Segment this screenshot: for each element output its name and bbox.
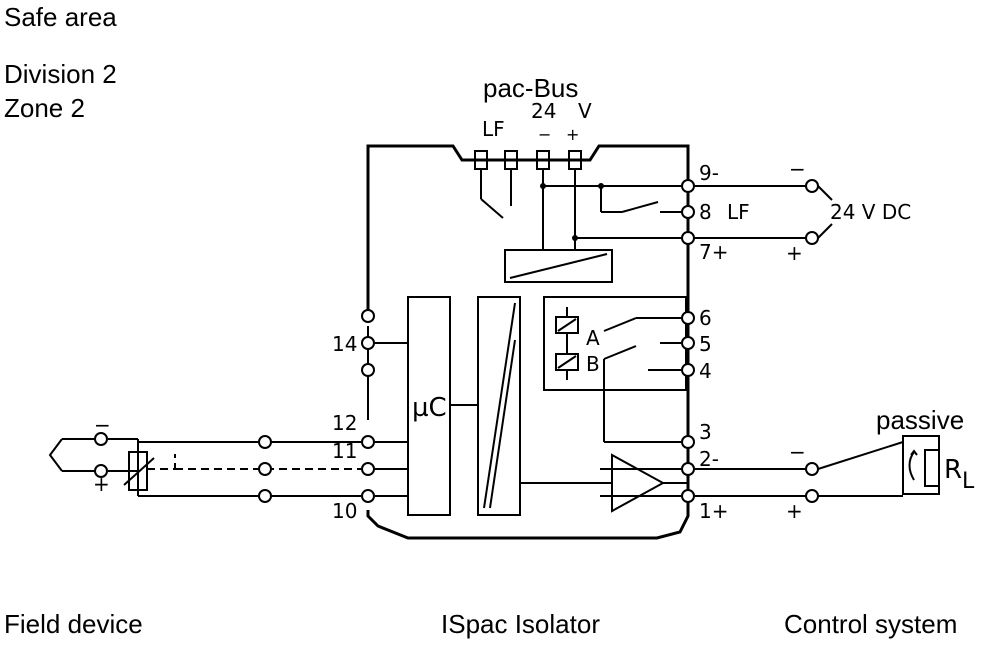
load-resistor bbox=[924, 449, 940, 487]
terminal-4 bbox=[681, 363, 695, 377]
isolator-housing bbox=[366, 144, 690, 540]
pacbus-24-text: 24 bbox=[531, 99, 556, 123]
safe-area-label: Safe area bbox=[4, 2, 117, 32]
terminal-2-label: 2- bbox=[699, 447, 719, 471]
rtd-resistor bbox=[128, 451, 148, 491]
division-label: Division 2 bbox=[4, 59, 117, 89]
terminal-5-label: 5 bbox=[699, 332, 712, 356]
relay-a-label: A bbox=[586, 326, 600, 350]
isolator-label: ISpac Isolator bbox=[441, 609, 600, 639]
passive-label: passive bbox=[876, 405, 965, 435]
supply-24vdc-label: 24 V DC bbox=[830, 200, 911, 224]
field-terminal-minus bbox=[94, 432, 108, 446]
output-plus-label: + bbox=[786, 499, 803, 523]
load-link-minus bbox=[817, 441, 904, 470]
output-terminal-minus bbox=[805, 462, 819, 476]
relay-a-blade bbox=[603, 317, 637, 332]
terminal-1 bbox=[681, 489, 695, 503]
terminal-8-label: 8 bbox=[699, 200, 712, 224]
terminal-6-label: 6 bbox=[699, 306, 712, 330]
terminal-6 bbox=[681, 311, 695, 325]
power-supply-diagonal bbox=[509, 253, 608, 279]
supply-terminal-minus bbox=[805, 179, 819, 193]
terminal-9-label: 9- bbox=[699, 161, 719, 185]
terminal-1-label: 1+ bbox=[699, 499, 728, 523]
output-terminal-plus bbox=[805, 489, 819, 503]
supply-terminal-plus bbox=[805, 231, 819, 245]
current-arrow bbox=[908, 451, 915, 481]
zone-label: Zone 2 bbox=[4, 93, 85, 123]
power-supply-block bbox=[504, 249, 613, 283]
pacbus-minus-text: − bbox=[538, 125, 551, 144]
control-system-label: Control system bbox=[784, 609, 958, 639]
lf-contact-blade bbox=[480, 198, 504, 219]
load-l-label: L bbox=[962, 469, 975, 494]
field-minus-label: − bbox=[94, 413, 111, 437]
field-terminal-plus bbox=[94, 464, 108, 478]
thermocouple-symbol bbox=[48, 438, 63, 472]
terminal-8 bbox=[681, 205, 695, 219]
pac-bus-label: pac-Bus bbox=[483, 73, 579, 103]
field-junction-11 bbox=[258, 462, 272, 476]
output-amplifier bbox=[611, 453, 666, 513]
relay-b-blade bbox=[603, 345, 637, 360]
supply-minus-link bbox=[817, 185, 833, 201]
terminal-10-label: 10 bbox=[332, 499, 357, 523]
terminal-12 bbox=[361, 435, 375, 449]
terminal-15 bbox=[361, 309, 375, 323]
field-device-label: Field device bbox=[4, 609, 143, 639]
terminal-12-label: 12 bbox=[332, 411, 357, 435]
supply-plus-label: + bbox=[786, 241, 803, 265]
mc-label: µC bbox=[412, 393, 447, 423]
relay-b-label: B bbox=[586, 352, 600, 376]
isolation-diagonal-1 bbox=[483, 302, 516, 509]
terminal-4-label: 4 bbox=[699, 359, 712, 383]
terminal-14-label: 14 bbox=[332, 332, 357, 356]
terminal-13 bbox=[361, 363, 375, 377]
isolation-diagonal-2 bbox=[489, 339, 516, 509]
pacbus-v-text: V bbox=[578, 99, 592, 123]
pacbus-plus-text: + bbox=[566, 125, 579, 144]
field-plus-label: + bbox=[93, 472, 110, 496]
load-r-label: R bbox=[944, 455, 962, 485]
lf-relay-blade bbox=[621, 201, 659, 213]
terminal-10 bbox=[361, 489, 375, 503]
terminal-3 bbox=[681, 435, 695, 449]
field-junction-10 bbox=[258, 489, 272, 503]
pacbus-lf-text: LF bbox=[482, 117, 505, 141]
terminal-2 bbox=[681, 462, 695, 476]
terminal-11-label: 11 bbox=[332, 439, 357, 463]
terminal-7-label: 7+ bbox=[699, 240, 728, 264]
terminal-5 bbox=[681, 336, 695, 350]
supply-plus-link bbox=[817, 223, 833, 239]
terminal-7 bbox=[681, 231, 695, 245]
terminal-14 bbox=[361, 336, 375, 350]
terminal-9 bbox=[681, 179, 695, 193]
output-minus-label: − bbox=[789, 440, 806, 464]
supply-minus-label: − bbox=[789, 157, 806, 181]
terminal-3-label: 3 bbox=[699, 420, 712, 444]
field-junction-12 bbox=[258, 435, 272, 449]
terminal-11 bbox=[361, 462, 375, 476]
terminal-8-lf-label: LF bbox=[727, 200, 750, 224]
